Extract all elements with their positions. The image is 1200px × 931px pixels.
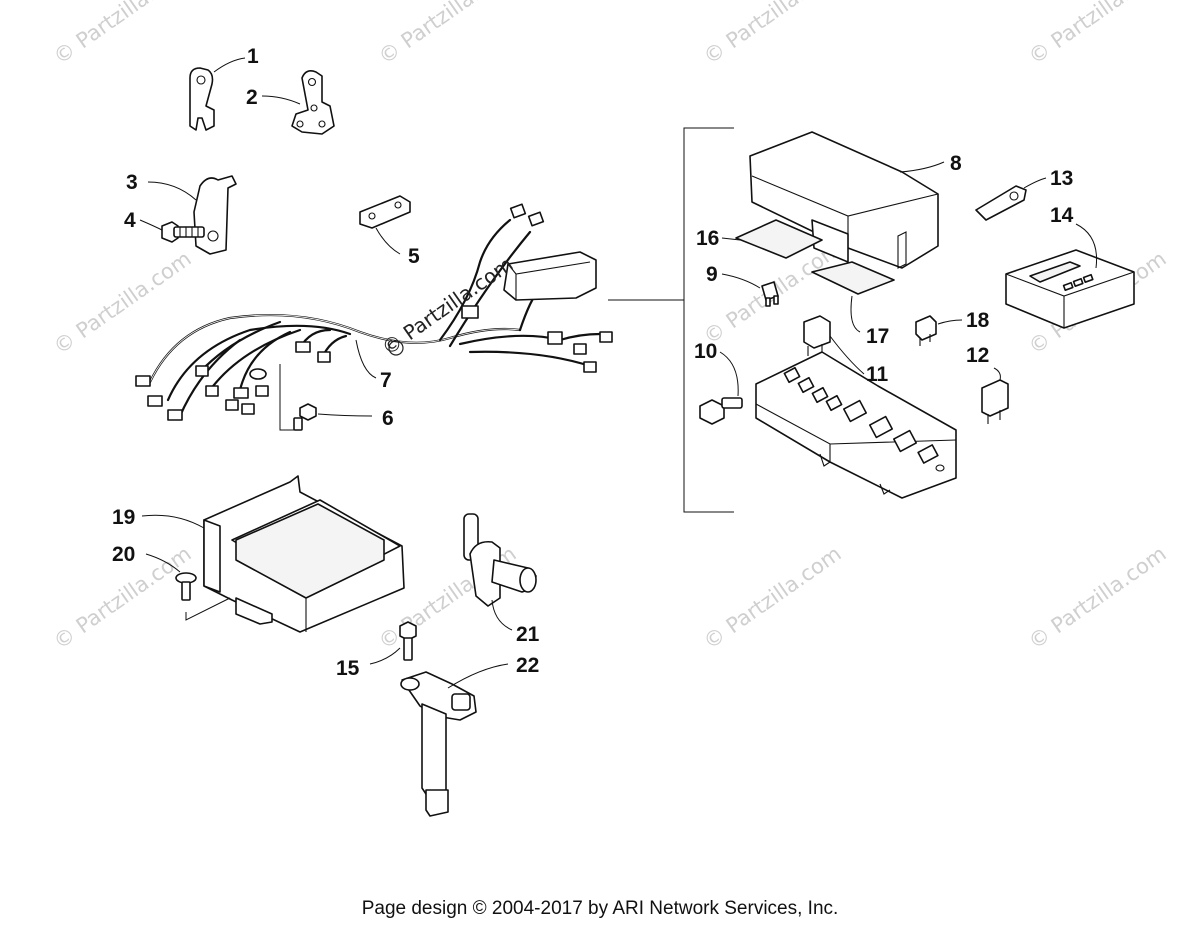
part-21-sensor xyxy=(463,513,537,631)
part-6-bolt xyxy=(279,364,373,431)
watermark: © Partzilla.com xyxy=(49,0,196,69)
callout-7: 7 xyxy=(380,369,392,392)
callout-17: 17 xyxy=(866,325,889,348)
center-watermark: © Partzilla.com xyxy=(377,252,517,360)
part-12-relay xyxy=(981,367,1009,424)
callout-4: 4 xyxy=(124,209,136,232)
part-13-fuse-puller xyxy=(975,177,1047,221)
part-15-bolt xyxy=(369,621,417,665)
callout-19: 19 xyxy=(112,506,135,529)
part-16-label xyxy=(721,219,823,259)
part-9-fuse xyxy=(721,273,779,307)
callout-3: 3 xyxy=(126,171,138,194)
watermark: © Partzilla.com xyxy=(49,246,196,359)
part-1-bracket xyxy=(189,57,246,131)
callout-16: 16 xyxy=(696,227,719,250)
part-14-spare-kit xyxy=(1005,223,1135,329)
part-5-plate xyxy=(359,195,411,255)
callout-6: 6 xyxy=(382,407,394,430)
footer-copyright: Page design © 2004-2017 by ARI Network S… xyxy=(361,898,839,919)
part-17-label xyxy=(811,261,895,333)
callout-14: 14 xyxy=(1050,204,1074,227)
callout-11: 11 xyxy=(866,363,889,386)
part-4-bolt xyxy=(139,219,205,243)
fuse-relay-block xyxy=(755,351,957,499)
part-19-control-unit xyxy=(141,475,405,633)
fuse-box-group-bracket xyxy=(608,127,734,513)
callout-10: 10 xyxy=(694,340,717,363)
watermark: © Partzilla.com xyxy=(1024,541,1171,654)
callout-8: 8 xyxy=(950,152,962,175)
callout-20: 20 xyxy=(112,543,135,566)
watermark: © Partzilla.com xyxy=(699,541,846,654)
watermark: © Partzilla.com xyxy=(374,0,521,69)
part-18-fuse xyxy=(915,315,963,346)
callout-1: 1 xyxy=(247,45,259,68)
callout-2: 2 xyxy=(246,86,258,109)
watermark: © Partzilla.com xyxy=(1024,0,1171,69)
callout-5: 5 xyxy=(408,245,420,268)
part-7-wire-harness xyxy=(135,203,613,421)
part-20-screw xyxy=(145,553,231,621)
part-2-bracket xyxy=(261,70,335,135)
callout-21: 21 xyxy=(516,623,540,646)
callout-15: 15 xyxy=(336,657,360,680)
callout-13: 13 xyxy=(1050,167,1073,190)
watermark-center: © Partzilla.com xyxy=(377,252,517,360)
callout-22: 22 xyxy=(516,654,539,677)
watermark: © Partzilla.com xyxy=(699,0,846,69)
callout-9: 9 xyxy=(706,263,718,286)
callout-labels: 1 2 3 4 5 6 7 8 9 10 11 12 13 14 15 16 1… xyxy=(112,45,1074,680)
callout-18: 18 xyxy=(966,309,990,332)
part-22-ignition-coil xyxy=(400,663,509,817)
part-8-fuse-box-cover xyxy=(749,131,945,269)
callout-12: 12 xyxy=(966,344,989,367)
part-3-bracket xyxy=(147,175,237,255)
part-10-bolt xyxy=(699,351,743,425)
